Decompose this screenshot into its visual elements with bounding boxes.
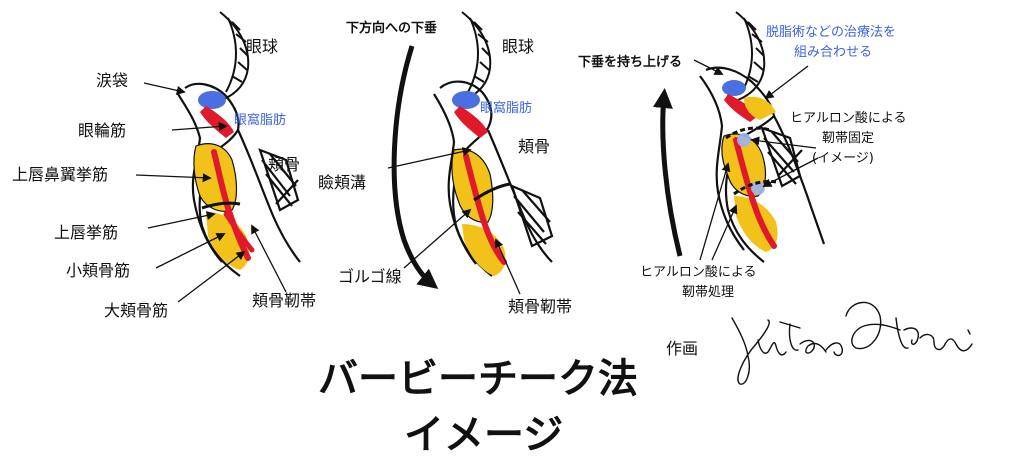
label-downward-2: 下方向への下垂: [346, 20, 437, 36]
label-fix-3c: (イメージ): [812, 151, 874, 166]
label-eyeball-1: 眼球: [246, 37, 278, 56]
label-golgo-2: ゴルゴ線: [338, 267, 402, 286]
label-lalaes-1: 上唇鼻翼挙筋: [12, 165, 108, 184]
muscle-red-1b: [211, 149, 251, 261]
panel-3-anatomy: 下垂を持ち上げる 脱脂術などの治療法を 組み合わせる ヒアルロン酸による 靭帯固…: [578, 11, 906, 300]
credit-label: 作画: [666, 339, 698, 358]
panel-2-anatomy: 下方向への下垂 眼球 眼窩脂肪 頬骨 瞼頬溝 ゴルゴ線 頬骨靭帯: [318, 11, 572, 316]
label-orbicularis-1: 眼輪筋: [78, 121, 126, 140]
lift-arrow: [652, 88, 683, 257]
panel-1-anatomy: 眼球 涙袋 眼輪筋 眼窩脂肪 上唇鼻翼挙筋 頬骨 上唇挙筋 小頬骨筋 大頬骨筋 …: [12, 11, 316, 320]
orbital-fat-blob-3: [722, 80, 746, 96]
title-line-1: バービーチーク法: [318, 356, 638, 402]
label-tear-trough-1: 涙袋: [96, 71, 128, 90]
label-combine-3a: 脱脂術などの治療法を: [766, 25, 896, 40]
label-orbital-fat-1: 眼窩脂肪: [234, 112, 286, 128]
artist-signature: [731, 301, 973, 385]
cheek-outline-2: [433, 80, 554, 277]
orbital-fat-blob-2: [452, 91, 480, 109]
leader-lines-1: [135, 82, 287, 303]
fat-yellow-2b: [462, 224, 506, 276]
label-zmi-1: 小頬骨筋: [66, 261, 130, 280]
muscle-red-3b: [733, 137, 777, 249]
label-zma-1: 大頬骨筋: [104, 301, 168, 320]
muscle-red-2b: [463, 153, 507, 265]
cheek-outline-1: [177, 82, 301, 277]
label-orbital-fat-2: 眼窩脂肪: [480, 100, 532, 116]
leader-lines-3: [693, 59, 819, 261]
label-treat-3a: ヒアルロン酸による: [640, 265, 756, 280]
label-lidcheek-2: 瞼頬溝: [318, 173, 366, 192]
ligament-line-1: [201, 201, 241, 210]
muscle-red-1c: [223, 211, 255, 253]
muscle-red-1: [200, 106, 234, 138]
label-zygoma-1: 頬骨: [268, 155, 300, 174]
ligament-line-2: [473, 182, 511, 202]
orbital-fat-blob-1: [198, 91, 226, 109]
filler-dot-1: [737, 133, 751, 147]
label-eyeball-2: 眼球: [502, 37, 534, 56]
ligament-dashed-3a: [725, 126, 771, 140]
label-treat-3b: 靭帯処理: [682, 285, 734, 300]
label-lls-1: 上唇挙筋: [54, 223, 118, 242]
leader-lines-2: [387, 147, 521, 295]
filler-dot-2: [751, 181, 765, 195]
label-lift-3: 下垂を持ち上げる: [578, 54, 682, 70]
label-combine-3b: 組み合わせる: [794, 45, 872, 60]
muscle-red-2: [454, 106, 488, 138]
eyeball-sketch-1: [219, 11, 250, 101]
label-zyg-lig-2: 頬骨靭帯: [508, 297, 572, 316]
muscle-red-3: [724, 94, 758, 122]
label-fix-3b: 靭帯固定: [822, 131, 874, 146]
label-zyg-lig-1: 頬骨靭帯: [252, 291, 316, 310]
fat-yellow-3a: [744, 96, 776, 120]
eyeball-sketch-3: [735, 11, 766, 101]
label-zygoma-2: 頬骨: [518, 137, 550, 156]
downward-arrow: [391, 45, 439, 289]
title-line-2: イメージ: [404, 412, 563, 458]
label-fix-3a: ヒアルロン酸による: [790, 111, 906, 126]
